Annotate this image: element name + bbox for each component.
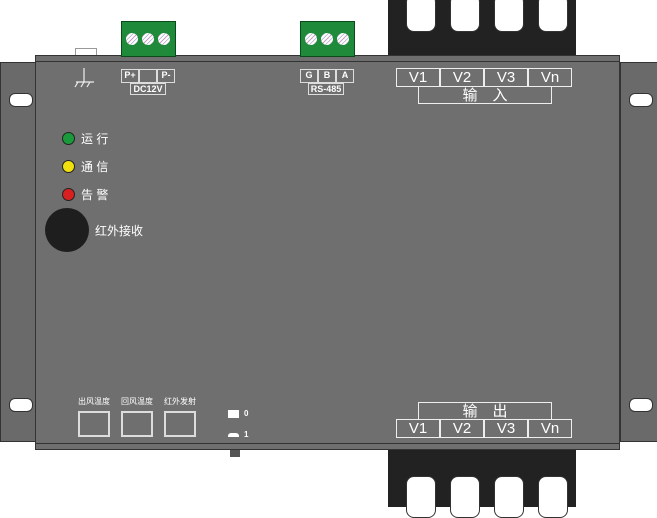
power-pin-empty [139, 69, 157, 83]
rs485-pin-a: A [336, 69, 354, 83]
ir-receiver-icon [45, 208, 89, 252]
port-return-temp[interactable]: 回风温度 [121, 396, 153, 437]
output-terminal-block [388, 450, 576, 518]
port-supply-temp[interactable]: 出风温度 [78, 396, 110, 437]
input-v2: V2 [440, 68, 484, 87]
switch-pos0-label: 0 [244, 409, 249, 418]
comm-led-icon [62, 159, 75, 173]
rj-port-icon [164, 411, 196, 437]
ground-icon [74, 68, 94, 88]
alarm-led-icon [62, 187, 75, 201]
output-v3: V3 [484, 419, 528, 438]
input-terminal-block [388, 0, 576, 56]
output-vn: Vn [528, 419, 572, 438]
rj-port-icon [121, 411, 153, 437]
led-alarm-label: 告 警 [81, 187, 109, 202]
led-run-label: 运 行 [81, 131, 109, 146]
rs485-connector [300, 21, 355, 57]
output-v2: V2 [440, 419, 484, 438]
switch-pos1-label: 1 [244, 430, 249, 439]
led-comm: 通 信 [62, 152, 108, 180]
power-pin-p-minus: P- [157, 69, 175, 83]
right-mounting-flange [620, 62, 657, 442]
run-led-icon [62, 131, 75, 145]
device-body [35, 55, 620, 450]
led-run: 运 行 [62, 124, 108, 152]
left-mounting-flange [0, 62, 38, 442]
output-v1: V1 [396, 419, 440, 438]
power-pin-p-plus: P+ [121, 69, 139, 83]
port-ir-emit[interactable]: 红外发射 [164, 396, 196, 437]
led-comm-label: 通 信 [81, 159, 109, 174]
input-v1: V1 [396, 68, 440, 87]
rs485-label: RS-485 [308, 83, 344, 95]
input-vn: Vn [528, 68, 572, 87]
rs485-pin-b: B [318, 69, 336, 83]
output-title: 输 出 [418, 402, 552, 420]
led-alarm: 告 警 [62, 180, 108, 208]
rs485-pin-g: G [300, 69, 318, 83]
dip-switch[interactable]: 0 1 [228, 409, 248, 439]
rj-port-icon [78, 411, 110, 437]
input-v3: V3 [484, 68, 528, 87]
ir-receiver-label: 红外接收 [95, 224, 144, 238]
power-connector [121, 21, 176, 57]
input-title: 输 入 [418, 86, 552, 104]
power-label: DC12V [130, 83, 166, 95]
